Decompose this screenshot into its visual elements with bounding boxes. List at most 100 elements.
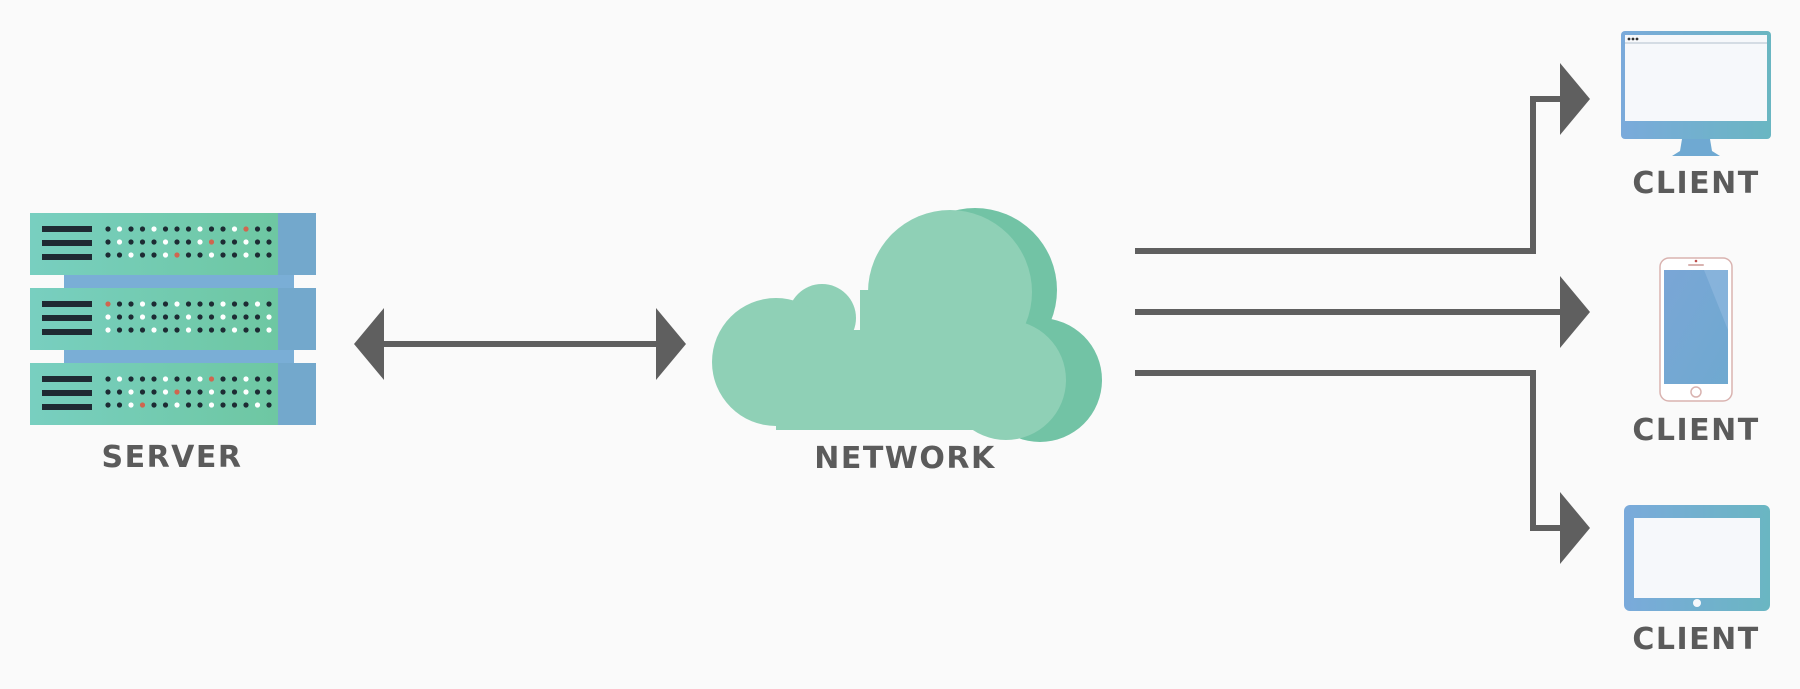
server-led-dot [266,389,272,395]
server-led-dot [128,252,134,258]
server-led-dot [185,314,192,320]
server-led-dot [266,301,272,307]
server-led-dot [185,389,192,395]
server-led-dot [105,327,111,333]
server-led-dot [128,239,134,245]
server-led-dot [174,301,180,307]
server-led-dot [220,402,226,408]
server-led-dot [243,314,249,320]
server-led-dot [162,376,169,382]
server-led-dot [162,389,169,395]
server-led-dot [208,301,215,307]
server-led-dot [139,226,146,232]
server-led-dot [243,389,249,395]
server-led-dot [174,239,180,245]
server-led-dot [197,239,203,245]
server-led-dot [231,252,238,258]
server-led-dot [254,252,261,258]
server-led-dot [231,226,238,232]
server-led-dot [197,314,203,320]
server-led-dot [231,314,238,320]
server-led-dot [151,301,157,307]
server-led-dot [116,327,123,333]
server-led-dot [208,239,215,245]
server-led-dot [220,301,226,307]
server-led-dot [162,226,169,232]
server-rack-icon [30,213,316,425]
server-led-dot [266,314,272,320]
server-led-dot [266,327,272,333]
server-led-dot [174,314,180,320]
arrowhead-icon [1560,492,1590,564]
server-led-dot [220,314,226,320]
server-led-dot [266,376,272,382]
client-label-desktop: CLIENT [1632,166,1760,201]
server-led-dot [116,301,123,307]
arrowhead-icon [1560,276,1590,348]
server-led-dot [208,327,215,333]
arrowhead-icon [1560,63,1590,135]
server-led-dot [116,239,123,245]
server-led-dot [139,301,146,307]
server-led-dot [185,402,192,408]
server-led-dot [105,389,111,395]
server-unit [30,363,316,425]
server-led-dot [116,314,123,320]
server-led-dot [139,314,146,320]
server-led-dot [197,389,203,395]
network-label: NETWORK [814,441,996,476]
server-led-dot [105,314,111,320]
server-led-dot [243,376,249,382]
server-led-dot [208,226,215,232]
server-led-dot [128,314,134,320]
server-led-dot [208,314,215,320]
server-led-dot [197,226,203,232]
server-led-dot [174,389,180,395]
server-led-dot [116,226,123,232]
server-led-dot [243,402,249,408]
server-led-dot [254,327,261,333]
server-led-dot [231,402,238,408]
server-led-dot [174,226,180,232]
server-led-dot [105,239,111,245]
server-led-dot [185,226,192,232]
server-led-dot [139,239,146,245]
server-led-dot [139,376,146,382]
server-led-dot [208,376,215,382]
server-led-dot [174,327,180,333]
server-led-dot [151,327,157,333]
server-led-dot [139,389,146,395]
server-led-dot [105,226,111,232]
cloud-icon [712,208,1102,442]
server-led-dot [139,252,146,258]
server-led-dot [116,376,123,382]
server-led-dot [208,402,215,408]
server-led-dot [162,301,169,307]
server-led-dot [266,402,272,408]
server-led-dot [151,389,157,395]
server-led-dot [197,402,203,408]
server-led-dot [254,314,261,320]
server-led-dot [151,402,157,408]
server-led-dot [220,239,226,245]
server-led-dot [151,376,157,382]
tablet-icon [1624,505,1770,611]
server-led-dot [174,376,180,382]
server-led-dot [231,327,238,333]
server-led-dot [151,252,157,258]
server-led-dot [116,252,123,258]
server-led-dot [128,327,134,333]
server-led-dot [128,389,134,395]
server-led-dot [197,252,203,258]
branch-arrows [1135,96,1562,531]
server-led-dot [105,301,111,307]
server-led-dot [162,252,169,258]
server-led-dot [105,402,111,408]
server-led-dot [185,252,192,258]
server-led-dot [128,402,134,408]
server-led-dot [220,376,226,382]
server-led-dot [105,376,111,382]
server-led-dot [139,402,146,408]
smartphone-icon [1659,257,1733,402]
